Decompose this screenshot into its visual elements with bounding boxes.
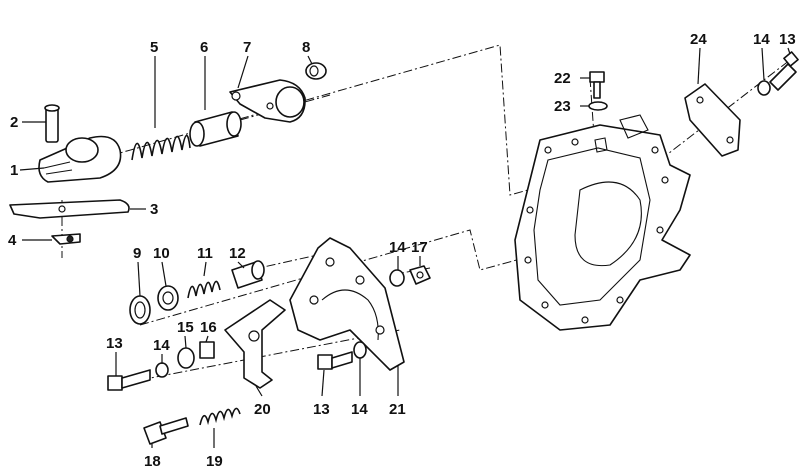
part-washer-14-mid xyxy=(353,341,367,359)
part-bracket-21 xyxy=(289,237,405,371)
centerline-bolt-13 xyxy=(139,329,401,381)
callout-14-right: 14 xyxy=(389,239,406,256)
part-clip xyxy=(51,233,81,245)
assembly-centerlines xyxy=(59,44,791,381)
part-small-spring-11 xyxy=(187,280,221,299)
part-washer-14-left xyxy=(155,362,169,378)
part-shift-fork-20 xyxy=(224,299,286,389)
callout-20: 20 xyxy=(254,401,271,418)
callout-15: 15 xyxy=(177,319,194,336)
part-bolt-22 xyxy=(589,71,605,99)
part-circlip xyxy=(129,295,151,325)
part-screw-plug-18 xyxy=(143,417,189,445)
callout-2: 2 xyxy=(10,114,18,131)
callout-18: 18 xyxy=(144,453,161,470)
callout-3: 3 xyxy=(150,201,158,218)
part-bolt-13-left xyxy=(107,369,151,391)
callout-22: 22 xyxy=(554,70,571,87)
part-nut-17 xyxy=(409,265,431,285)
part-washer-14-right xyxy=(389,269,405,287)
callout-24: 24 xyxy=(690,31,707,48)
callout-10: 10 xyxy=(153,245,170,262)
callout-19: 19 xyxy=(206,453,223,470)
callout-6: 6 xyxy=(200,39,208,56)
part-bolt-13-top xyxy=(769,51,799,91)
callout-14-left: 14 xyxy=(153,337,170,354)
centerline-bolt-22 xyxy=(589,77,596,151)
callout-7: 7 xyxy=(243,39,251,56)
part-coil-spring xyxy=(131,134,191,161)
part-plate-24 xyxy=(684,83,741,157)
part-gearbox-housing xyxy=(514,114,691,331)
callout-11: 11 xyxy=(197,245,213,262)
callout-14-mid: 14 xyxy=(351,401,368,418)
callout-8: 8 xyxy=(302,39,310,56)
part-spring-19 xyxy=(199,407,241,426)
part-sleeve xyxy=(189,111,242,147)
part-washer-14-top xyxy=(757,80,771,96)
part-washer-10 xyxy=(157,285,179,311)
centerline-plate-24 xyxy=(659,59,791,161)
callout-17: 17 xyxy=(411,239,428,256)
part-shift-lever xyxy=(38,135,122,183)
part-bell-crank xyxy=(229,79,306,123)
callout-12: 12 xyxy=(229,245,246,262)
part-plunger-12 xyxy=(231,260,265,289)
callout-14-top: 14 xyxy=(753,31,770,48)
part-bushing-8 xyxy=(305,62,327,80)
part-flat-plate xyxy=(9,199,130,219)
leader-lines xyxy=(19,47,791,448)
callout-16: 16 xyxy=(200,319,217,336)
callout-13-left: 13 xyxy=(106,335,123,352)
part-pin xyxy=(44,104,60,143)
part-washer-15 xyxy=(177,347,195,369)
callout-21: 21 xyxy=(389,401,406,418)
part-spacer-16 xyxy=(199,341,215,359)
callout-5: 5 xyxy=(150,39,158,56)
callout-13-mid: 13 xyxy=(313,401,330,418)
centerline-upper xyxy=(59,44,601,196)
callout-13-top: 13 xyxy=(779,31,796,48)
callout-4: 4 xyxy=(8,232,17,249)
part-bolt-13-mid xyxy=(317,351,353,370)
callout-1: 1 xyxy=(10,162,18,179)
callout-23: 23 xyxy=(554,98,571,115)
part-washer-23 xyxy=(588,101,608,111)
callout-9: 9 xyxy=(133,245,141,262)
callout-labels: 1 2 3 4 5 6 7 8 9 10 11 12 13 13 13 14 1… xyxy=(8,31,796,470)
